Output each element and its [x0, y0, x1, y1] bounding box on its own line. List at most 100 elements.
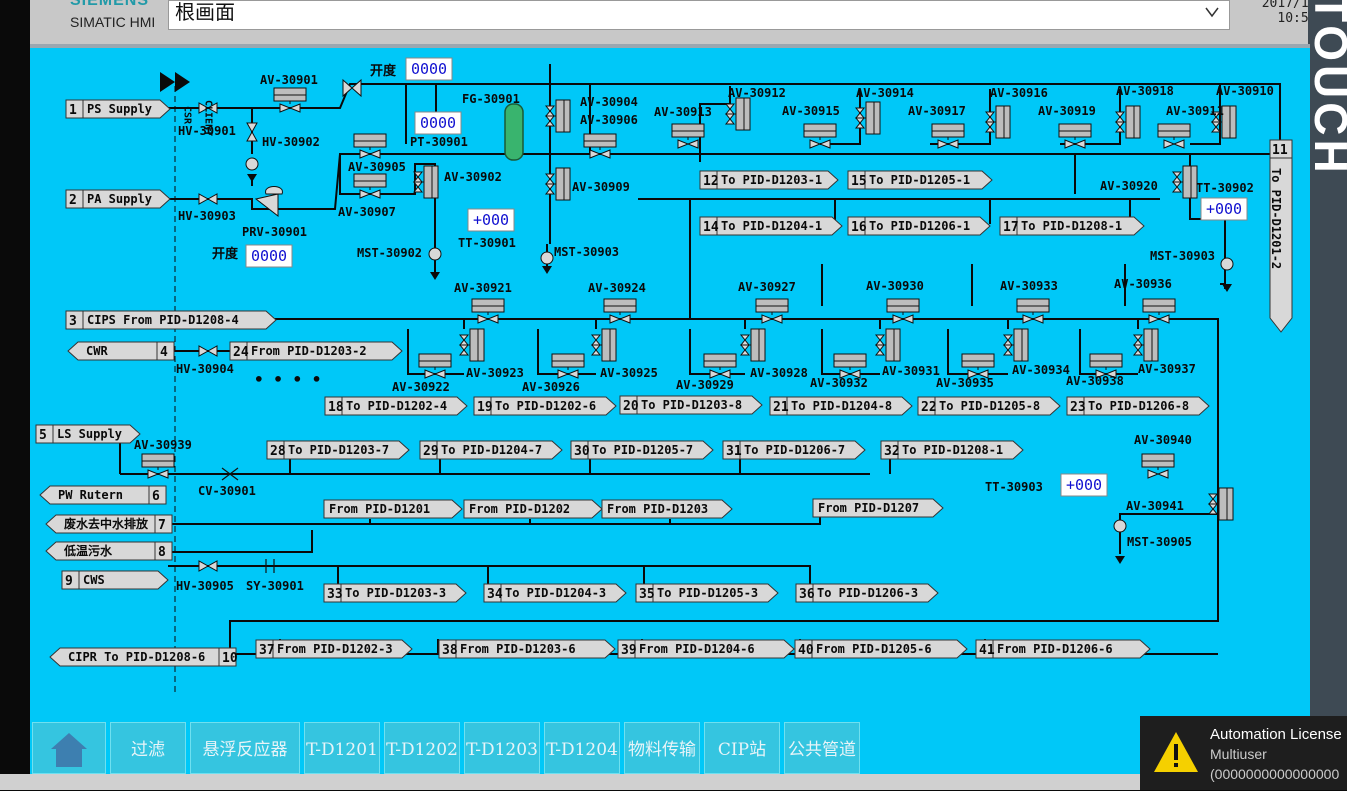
tag-mst30902: MST-30902 [357, 246, 422, 260]
outlet-pw-return[interactable]: 6PW Rutern [39, 485, 167, 505]
tag-number: 41 [979, 643, 995, 658]
tag-av30911: AV-30911 [1166, 104, 1224, 118]
nav-material-transfer[interactable]: 物料传输 [624, 722, 700, 774]
tag-number: 1 [69, 103, 77, 118]
value-display: +000 [473, 211, 509, 229]
tag-label: To PID-D1203-1 [721, 173, 822, 187]
tag-label: CIPS From PID-D1208-4 [87, 313, 239, 327]
value-opening-prv[interactable]: 0000 [245, 244, 293, 268]
tag-av30909: AV-30909 [572, 180, 630, 194]
value-tt-30902[interactable]: +000 [1200, 197, 1248, 221]
tag-av30922: AV-30922 [392, 380, 450, 394]
tag-label: To PID-D1205-1 [869, 173, 970, 187]
tag-number: 5 [39, 428, 47, 443]
warning-icon [1154, 732, 1198, 772]
tag-sy30901: SY-30901 [246, 579, 304, 593]
tag-tt30901: TT-30901 [458, 236, 516, 250]
nav-t-d1203[interactable]: T-D1203 [464, 722, 540, 774]
tag-av30917: AV-30917 [908, 104, 966, 118]
tag-label: From PID-D1203-6 [460, 642, 576, 656]
tag-av30935: AV-30935 [936, 376, 994, 390]
tag-av30913: AV-30913 [654, 105, 712, 119]
date-display: 2017/11/01 [1261, 0, 1340, 11]
value-tt-30901[interactable]: +000 [467, 208, 515, 232]
tag-label: To PID-D1203-8 [641, 398, 742, 412]
nav-cip-station[interactable]: CIP站 [704, 722, 780, 774]
home-button[interactable] [32, 722, 106, 774]
value-tt-30903[interactable]: +000 [1060, 473, 1108, 497]
from-label-1[interactable]: From PID-D1201 [323, 499, 463, 519]
tag-number: 6 [152, 489, 160, 504]
screen-select-dropdown[interactable]: 根画面 [168, 0, 1230, 30]
tag-hv30903: HV-30903 [178, 209, 236, 223]
from-label-2[interactable]: From PID-D1202 [463, 499, 603, 519]
tag-label: From PID-D1205-6 [816, 642, 932, 656]
from-label-4[interactable]: From PID-D1207 [812, 498, 944, 518]
from-label-3[interactable]: From PID-D1203 [601, 499, 733, 519]
nav-t-d1202[interactable]: T-D1202 [384, 722, 460, 774]
tag-av30918: AV-30918 [1116, 84, 1174, 98]
tag-av30927: AV-30927 [738, 280, 796, 294]
value-opening-top[interactable]: 0000 [405, 57, 453, 81]
client-label: CLIENT [203, 100, 214, 136]
nav-suspension-reactor[interactable]: 悬浮反应器 [190, 722, 300, 774]
tag-label: From PID-D1203-2 [251, 344, 367, 358]
tag-label: CIPR To PID-D1208-6 [68, 650, 205, 664]
tag-number: 31 [726, 444, 742, 459]
tag-number: 28 [270, 444, 286, 459]
tag-av30940: AV-30940 [1134, 433, 1192, 447]
tag-number: 30 [574, 444, 590, 459]
license-notification[interactable]: Automation License Multiuser (0000000000… [1140, 716, 1347, 790]
nav-common-pipes[interactable]: 公共管道 [784, 722, 860, 774]
nav-t-d1204[interactable]: T-D1204 [544, 722, 620, 774]
tag-number: 36 [799, 587, 815, 602]
tag-label: To PID-D1206-3 [817, 586, 918, 600]
tag-av30934: AV-30934 [1012, 363, 1070, 377]
value-pt-30901[interactable]: 0000 [414, 111, 462, 135]
tag-number: 38 [442, 643, 458, 658]
nav-filter[interactable]: 过滤 [110, 722, 186, 774]
brand-bottom: SIMATIC HMI [70, 14, 156, 30]
value-display: +000 [1206, 200, 1242, 218]
tag-label: From PID-D1202 [469, 502, 570, 516]
tag-av30919: AV-30919 [1038, 104, 1096, 118]
nav-t-d1201[interactable]: T-D1201 [304, 722, 380, 774]
